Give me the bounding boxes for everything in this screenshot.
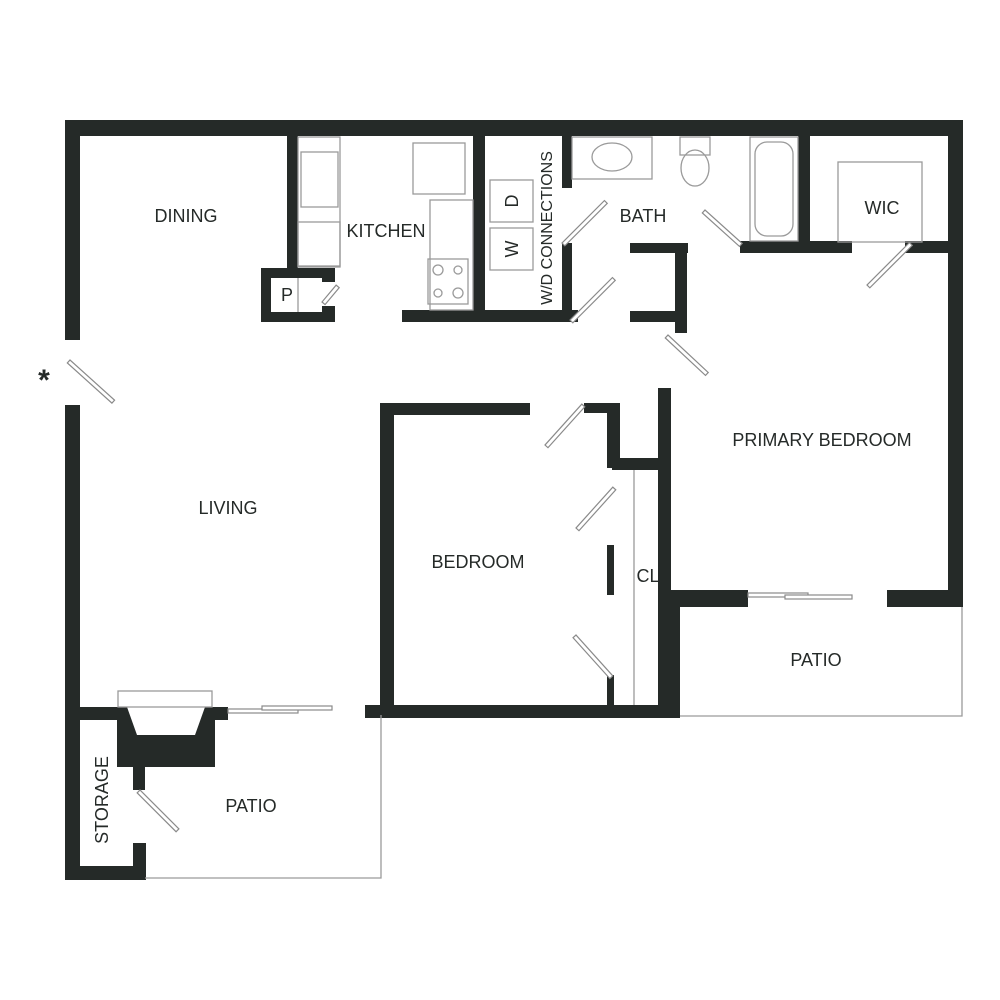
sink-icon	[300, 151, 339, 208]
label-bath: BATH	[620, 206, 667, 226]
bath-sink-icon	[591, 142, 633, 172]
label-dining: DINING	[155, 206, 218, 226]
washer-icon	[489, 227, 534, 271]
label-pantry: P	[281, 285, 293, 305]
label-patio-left: PATIO	[225, 796, 276, 816]
entry-marker: *	[38, 364, 50, 397]
label-dryer: D	[502, 195, 522, 208]
walls	[65, 120, 963, 880]
doors	[66, 199, 914, 833]
dryer-icon	[489, 179, 534, 223]
label-bedroom: BEDROOM	[431, 552, 524, 572]
counter	[297, 136, 341, 268]
refrigerator-icon	[412, 142, 466, 195]
fixtures	[145, 136, 963, 879]
label-wd-connections: W/D CONNECTIONS	[539, 151, 556, 305]
label-washer: W	[502, 241, 522, 258]
stove-icon	[427, 258, 469, 305]
label-kitchen: KITCHEN	[346, 221, 425, 241]
label-patio-right: PATIO	[790, 650, 841, 670]
label-storage: STORAGE	[92, 756, 112, 844]
toilet-icon	[680, 149, 710, 187]
label-primary-bedroom: PRIMARY BEDROOM	[732, 430, 911, 450]
dishwasher	[297, 221, 341, 267]
label-closet: CL	[636, 566, 659, 586]
label-living: LIVING	[198, 498, 257, 518]
room-labels: * DINING KITCHEN P W/D CONNECTIONS D W B…	[38, 151, 912, 844]
label-wic: WIC	[865, 198, 900, 218]
bathtub-icon	[749, 136, 799, 242]
